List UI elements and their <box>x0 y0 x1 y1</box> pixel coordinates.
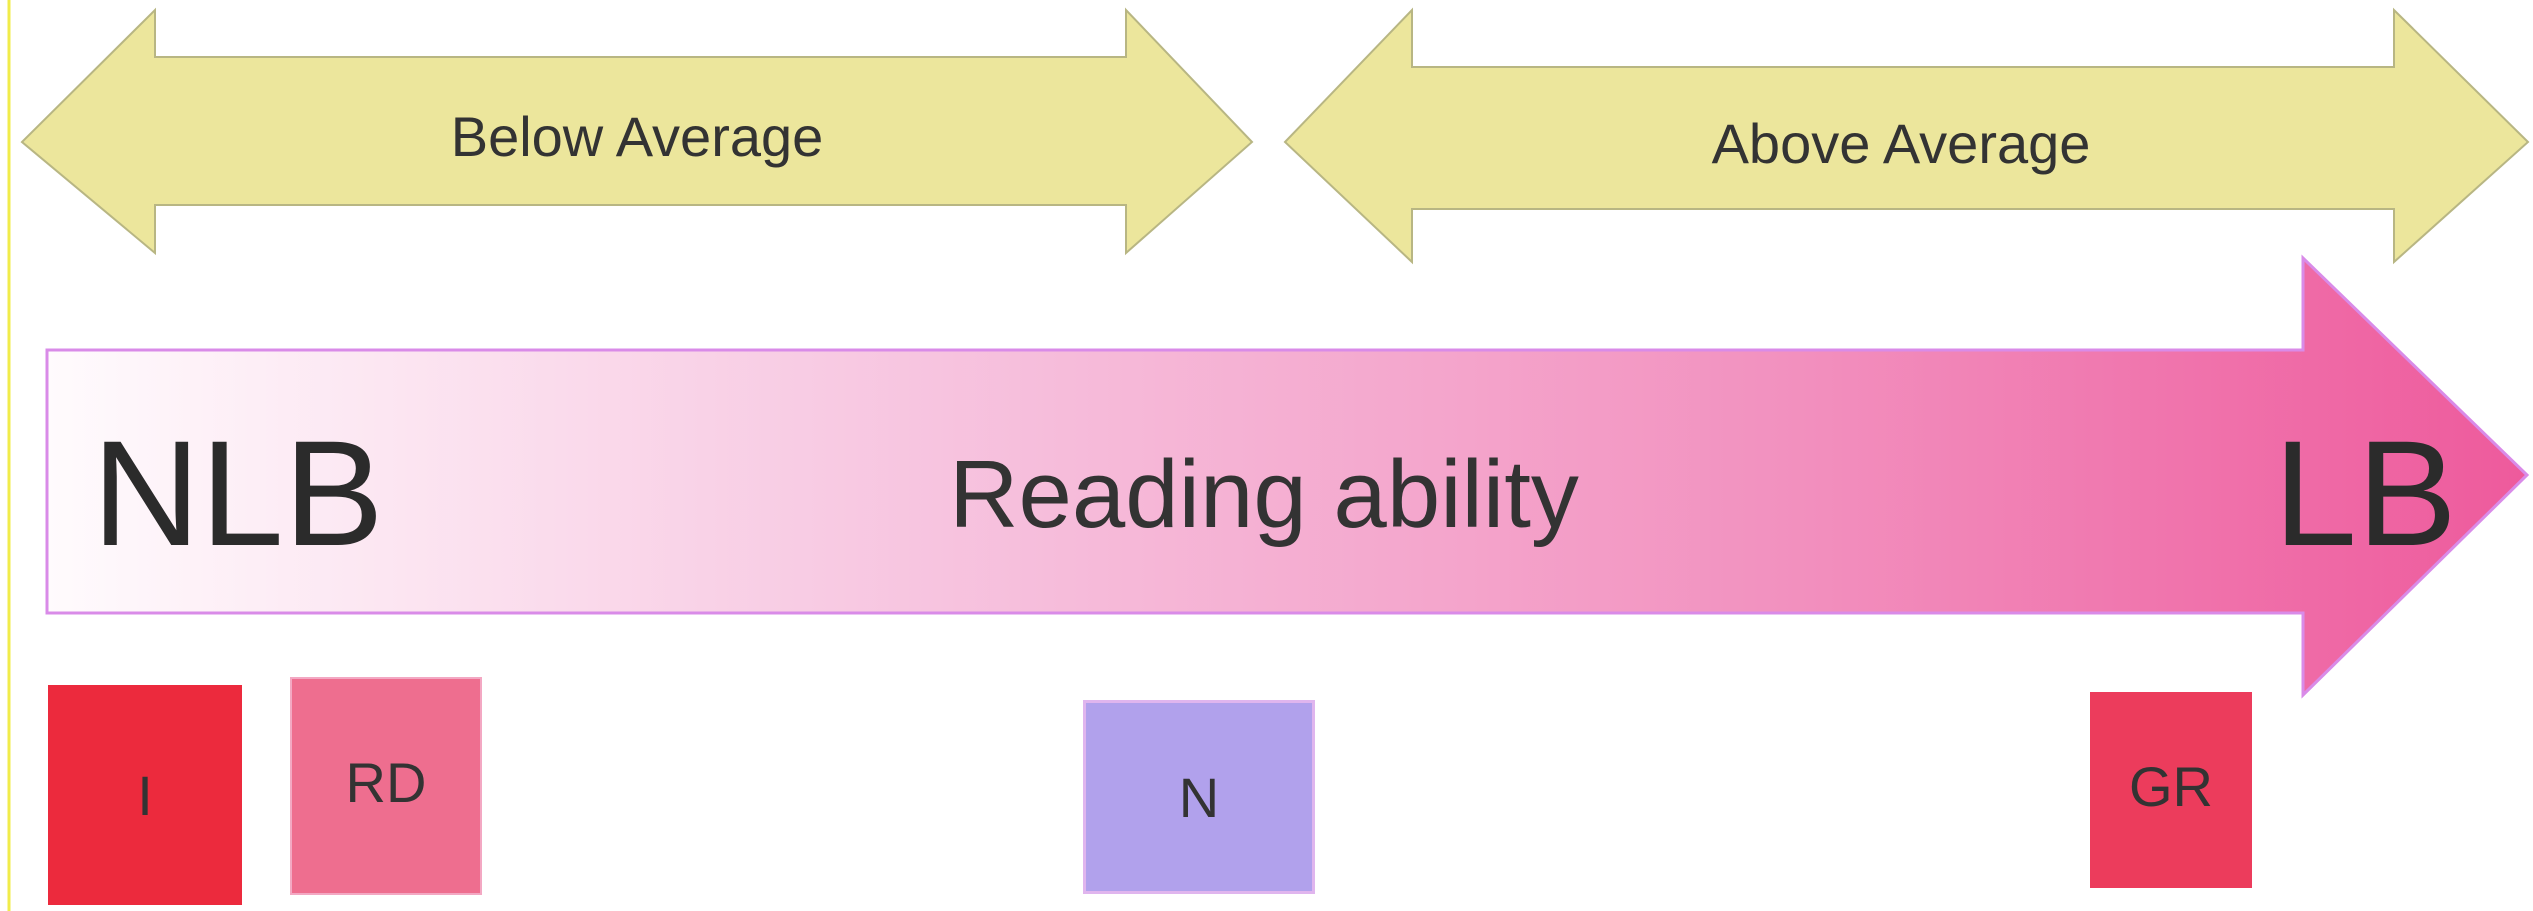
group-label-n: N <box>1178 765 1220 829</box>
below-average-label: Below Average <box>451 105 824 168</box>
reading-ability-label: Reading ability <box>949 441 1579 548</box>
below-average-arrow <box>20 7 1254 256</box>
group-label-gr: GR <box>2129 754 2213 818</box>
group-label-rd: RD <box>345 750 427 814</box>
group-box-gr: GR <box>2090 692 2252 888</box>
lb-label: LB <box>2274 409 2457 577</box>
above-average-arrow <box>1283 7 2530 265</box>
reading-ability-arrow <box>45 254 2530 699</box>
group-box-rd: RD <box>290 677 482 895</box>
group-label-i: I <box>137 763 153 827</box>
nlb-label: NLB <box>92 409 384 577</box>
group-box-n: N <box>1083 700 1315 894</box>
above-average-label: Above Average <box>1712 112 2091 175</box>
group-box-i: I <box>48 685 242 905</box>
